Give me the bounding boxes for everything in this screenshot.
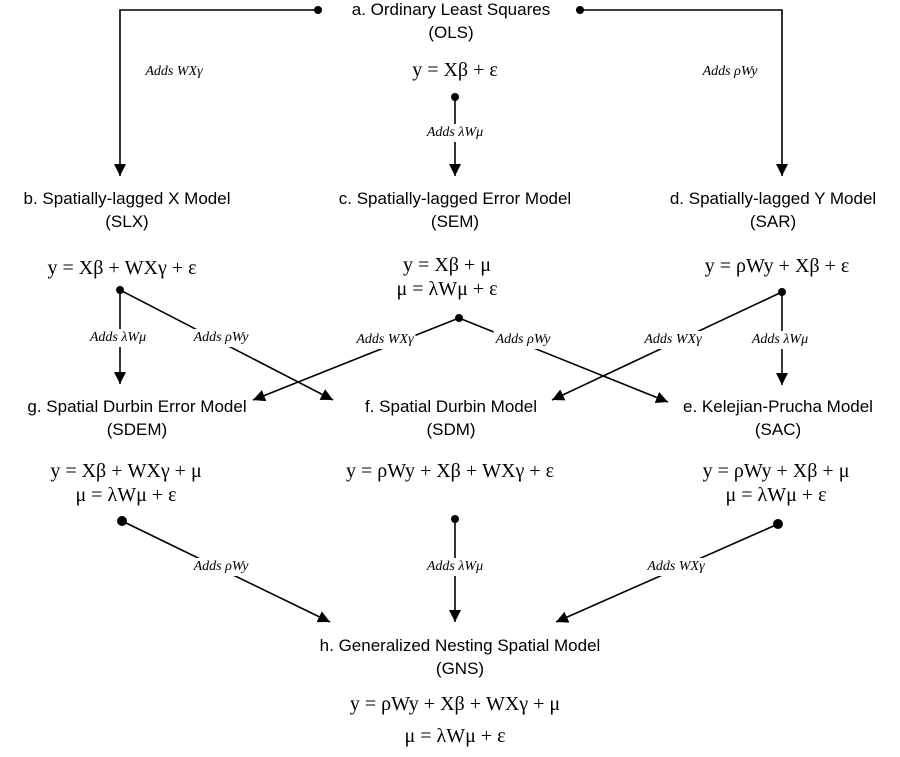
sdem-abbreviation: (SDEM) [106,420,168,439]
gns-title: h. Generalized Nesting Spatial Model [319,636,601,655]
arrow-ols-to-sar [580,9,788,176]
edge-label-sem-sdem: Adds WXγ [354,331,416,349]
edge-label-sar-sac: Adds λWμ [749,331,811,349]
arrow-ols-to-sem-origin-dot [451,93,459,101]
sdem-equation-1: y = Xβ + WXγ + μ [50,460,202,482]
gns-equation-1: y = ρWy + Xβ + WXγ + μ [349,693,561,715]
sdm-title: f. Spatial Durbin Model [365,397,537,416]
sdm-equation: y = ρWy + Xβ + WXγ + ε [346,460,554,482]
sar-abbreviation: (SAR) [749,212,797,231]
sac-equation-2: μ = λWμ + ε [725,484,827,506]
edge-label-ols-sem: Adds λWμ [424,124,486,142]
gns-equation-2: μ = λWμ + ε [404,725,506,747]
ols-equation: y = Xβ + ε [412,59,498,81]
sdm-abbreviation: (SDM) [426,420,476,439]
edge-label-sar-sdm: Adds WXγ [642,331,704,349]
gns-abbreviation: (GNS) [435,659,485,678]
sem-equation-1: y = Xβ + μ [403,254,491,276]
sem-title: c. Spatially-lagged Error Model [338,189,572,208]
edge-label-sdem-gns: Adds ρWy [191,558,251,576]
slx-abbreviation: (SLX) [105,212,149,231]
sdem-title: g. Spatial Durbin Error Model [27,397,247,416]
edge-label-sac-gns: Adds WXγ [645,558,707,576]
edge-label-ols-slx: Adds WXγ [143,63,205,81]
sem-equation-2: μ = λWμ + ε [396,278,498,300]
sac-equation-1: y = ρWy + Xβ + μ [702,460,850,482]
arrow-sem-to-sdem [252,317,460,402]
sac-title: e. Kelejian-Prucha Model [683,397,873,416]
sar-title: d. Spatially-lagged Y Model [669,189,877,208]
slx-equation: y = Xβ + WXγ + ε [47,257,197,279]
arrow-ols-to-slx-origin-dot [314,6,322,14]
arrow-ols-to-sar-origin-dot [576,6,584,14]
ols-abbreviation: (OLS) [428,23,474,42]
sac-abbreviation: (SAC) [754,420,802,439]
ols-title: a. Ordinary Least Squares [351,0,551,19]
edge-label-slx-sdm: Adds ρWy [191,329,251,347]
edge-label-sem-sac: Adds ρWy [493,331,553,349]
edge-label-ols-sar: Adds ρWy [700,63,760,81]
arrow-ols-to-slx [114,9,318,176]
sdem-equation-2: μ = λWμ + ε [75,484,177,506]
edge-label-sdm-gns: Adds λWμ [424,558,486,576]
edge-label-slx-sdem: Adds λWμ [87,329,149,347]
sar-equation: y = ρWy + Xβ + ε [704,255,850,277]
slx-title: b. Spatially-lagged X Model [23,189,231,208]
sem-abbreviation: (SEM) [430,212,480,231]
